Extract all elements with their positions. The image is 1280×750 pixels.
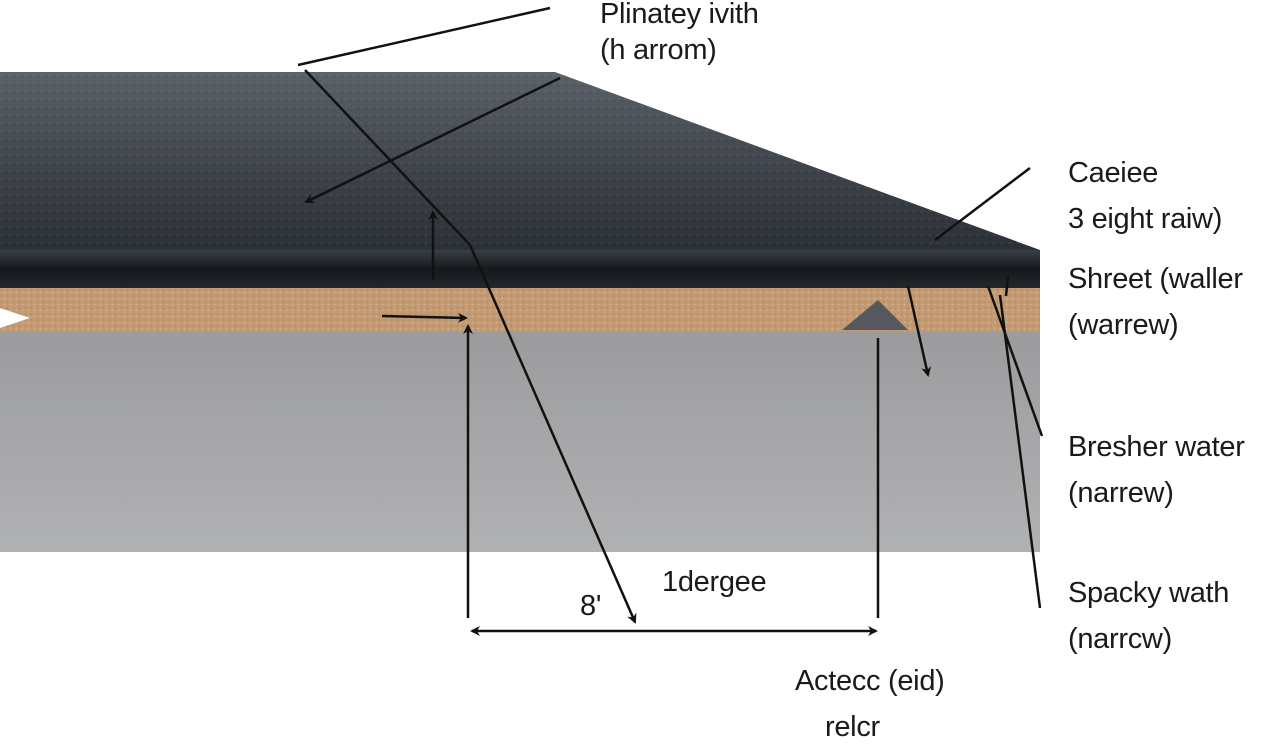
layer-diagram (0, 6, 1044, 636)
top-surface (0, 72, 1040, 250)
label-top: Plinatey ivith (h arrom) (600, 0, 759, 68)
label-right-2: Shreet (waller (warrew) (1068, 256, 1243, 348)
base-block (0, 330, 1040, 552)
label-bottom-line1: Actecc (eid) (795, 665, 945, 697)
label-right-4: Spacky wath (narrcw) (1068, 570, 1229, 662)
leader-right-4 (1004, 275, 1010, 297)
label-right-3-line2: (narrew) (1068, 477, 1174, 509)
label-right-1: Caeiee 3 eight raiw) (1068, 150, 1222, 242)
arrow-to-sand (381, 312, 468, 323)
leader-top (297, 6, 551, 67)
label-top-line1: Plinatey ivith (600, 0, 759, 30)
label-right-3-line1: Bresher water (1068, 431, 1245, 463)
angle-number: 8' (580, 590, 602, 622)
edge-band (0, 250, 1040, 288)
label-right-2-line2: (warrew) (1068, 309, 1179, 341)
leader-lines (297, 6, 1044, 636)
label-right-1-line1: Caeiee (1068, 157, 1159, 189)
left-notch (0, 308, 30, 328)
label-right-4-line2: (narrcw) (1068, 623, 1172, 655)
triangle-marker (842, 300, 908, 330)
diagram-stage: Plinatey ivith (h arrom) Caeiee 3 eight … (0, 0, 1245, 743)
leader-right-1 (934, 167, 1031, 241)
leader-right-3 (998, 294, 1042, 609)
label-bottom: Actecc (eid) relcr (795, 658, 945, 750)
angle-word: 1dergee (662, 566, 767, 598)
arrow-down-right (906, 285, 932, 377)
arrow-to-surface (304, 76, 561, 204)
label-right-3: Bresher water (narrew) (1068, 424, 1245, 516)
label-right-2-line1: Shreet (waller (1068, 263, 1243, 295)
diagonal-line-lower (468, 244, 637, 624)
label-right-4-line1: Spacky wath (1068, 577, 1230, 609)
leader-right-2 (986, 285, 1044, 437)
label-bottom-line2: relcr (825, 711, 880, 743)
diagonal-line (304, 69, 471, 246)
label-right-1-line2: 3 eight raiw) (1068, 203, 1223, 235)
label-top-line2: (h arrom) (600, 34, 717, 66)
